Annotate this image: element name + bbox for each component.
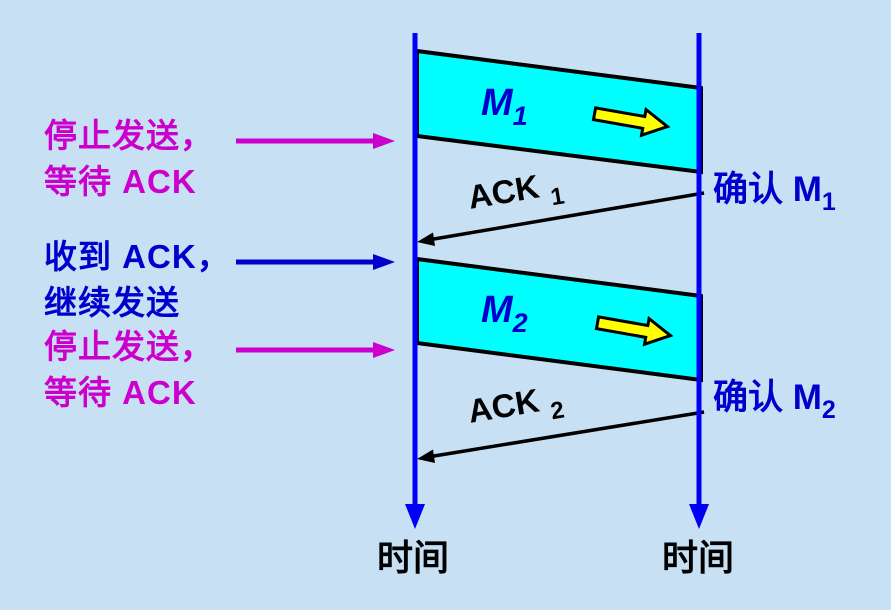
annotation-line: 停止发送， <box>44 117 214 154</box>
ack1-arrow-line <box>430 191 705 242</box>
sender-time-label: 时间 <box>377 537 450 578</box>
m1-frame-parallelogram <box>415 48 703 175</box>
annotation-line: 继续发送 <box>44 284 180 321</box>
confirm-m1-subscript: 1 <box>821 188 836 216</box>
annotation-line: 收到 ACK， <box>44 238 231 275</box>
m1-subscript: 1 <box>512 101 528 131</box>
annotation-received-ack: 收到 ACK， 继续发送 <box>44 234 231 326</box>
m2-frame-parallelogram <box>415 256 703 383</box>
m1-direction-arrow-icon <box>591 106 671 138</box>
ack2-arrowhead-icon <box>417 449 435 463</box>
sender-timeline-arrowhead-icon <box>405 504 425 529</box>
ack2-arrow-line <box>430 410 705 459</box>
stop1-pointer-arrowhead-icon <box>373 133 395 149</box>
annotation-line: 等待 ACK <box>44 374 197 411</box>
stop2-pointer-arrowhead-icon <box>373 342 395 358</box>
confirm-m1-label: 确认 M1 <box>713 170 836 216</box>
m1-label: M1 <box>481 82 528 131</box>
m2-label: M2 <box>481 289 528 338</box>
confirm-m2-label: 确认 M2 <box>713 378 836 424</box>
annotation-stop-wait-2: 停止发送， 等待 ACK <box>44 324 214 416</box>
m2-direction-arrow-icon <box>594 315 674 347</box>
annotation-line: 停止发送， <box>44 328 214 365</box>
resume-pointer-arrowhead-icon <box>373 254 395 270</box>
annotation-line: 等待 ACK <box>44 163 197 200</box>
annotation-stop-wait-1: 停止发送， 等待 ACK <box>44 113 214 205</box>
confirm-m2-subscript: 2 <box>821 396 836 424</box>
receiver-time-label: 时间 <box>662 537 735 578</box>
ack1-arrowhead-icon <box>417 232 435 246</box>
m2-subscript: 2 <box>512 308 528 338</box>
receiver-timeline-arrowhead-icon <box>689 504 709 529</box>
